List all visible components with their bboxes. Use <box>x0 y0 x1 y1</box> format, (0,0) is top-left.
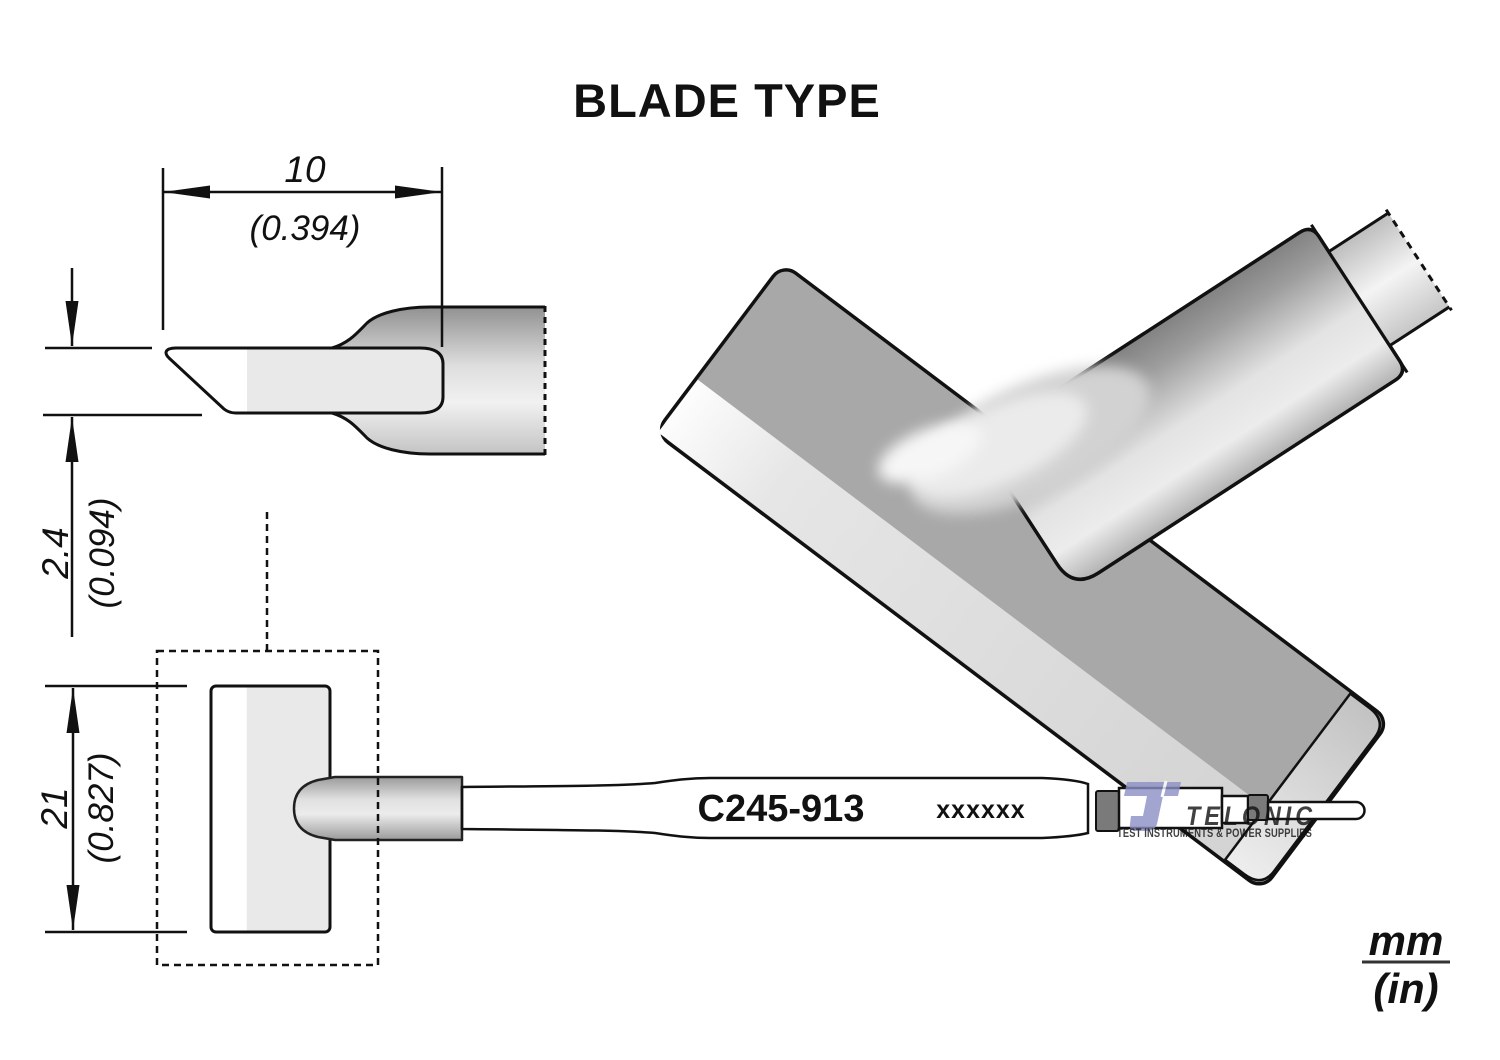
telonic-logo-icon <box>1124 780 1181 831</box>
dim-blade-width-mm: 21 <box>34 787 75 829</box>
dim-blade-length: 10 (0.394) <box>161 149 444 347</box>
iso-merge-fillet <box>878 365 1151 515</box>
arrowhead-down <box>66 885 80 930</box>
dim-blade-thickness-in: (0.094) <box>83 498 122 609</box>
dim-blade-thickness: 2.4 (0.094) <box>35 268 202 637</box>
arrowhead-up <box>66 688 80 733</box>
dim-blade-width: 21 (0.827) <box>34 684 187 934</box>
iso-plate-end-face <box>1223 691 1382 882</box>
arrowhead-down <box>65 301 79 346</box>
watermark-logo: TELONIC TEST INSTRUMENTS & POWER SUPPLIE… <box>1117 780 1316 840</box>
units-metric-label: mm <box>1369 917 1444 964</box>
serial-marking-label: xxxxxx <box>936 796 1025 824</box>
iso-plate-bevel <box>658 379 1267 861</box>
dim-blade-length-in: (0.394) <box>250 209 361 248</box>
cartridge-view: 21 (0.827) C245-913 xxxxxx <box>34 512 1366 967</box>
iso-cylinder-neck <box>1328 213 1450 346</box>
iso-view <box>658 208 1453 886</box>
part-number-label: C245-913 <box>698 788 865 830</box>
dim-blade-thickness-mm: 2.4 <box>35 527 76 579</box>
brand-tagline-label: TEST INSTRUMENTS & POWER SUPPLIES <box>1117 828 1312 840</box>
arrowhead-up <box>65 417 79 462</box>
brand-name-label: TELONIC <box>1186 801 1316 831</box>
page-title: BLADE TYPE <box>573 74 881 127</box>
arrowhead-left <box>163 185 210 199</box>
units-legend: mm (in) <box>1362 917 1450 1012</box>
iso-cut-edge <box>1384 208 1453 312</box>
iso-plate <box>658 268 1386 886</box>
cartridge-body <box>460 776 1090 840</box>
side-view: 10 (0.394) 2.4 (0.094) <box>35 149 547 637</box>
dim-blade-length-mm: 10 <box>284 149 326 190</box>
units-imperial-label: (in) <box>1373 965 1438 1012</box>
cartridge-contact-pin <box>1266 800 1366 821</box>
cartridge-band-1 <box>1095 790 1120 832</box>
arrowhead-right <box>395 185 442 199</box>
side-view-blade <box>164 346 445 415</box>
dim-blade-width-in: (0.827) <box>82 753 121 864</box>
